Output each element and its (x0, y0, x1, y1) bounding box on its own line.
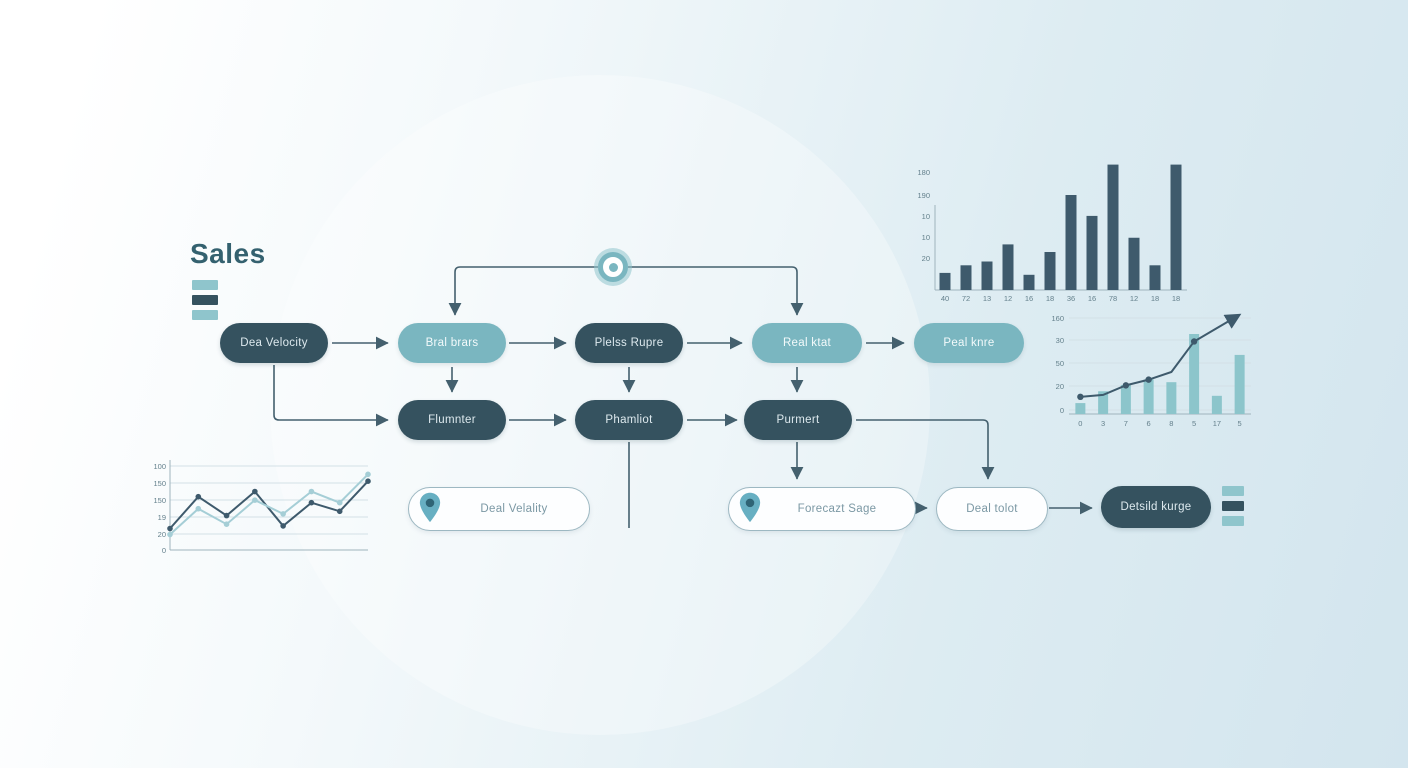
flow-node-phamliot: Phamliot (575, 400, 683, 440)
legend-bar (1222, 516, 1244, 526)
svg-text:12: 12 (1004, 294, 1012, 303)
svg-text:20: 20 (158, 530, 166, 539)
location-pin-icon (419, 492, 441, 523)
svg-text:13: 13 (983, 294, 991, 303)
side-legend-bars (1222, 486, 1244, 526)
svg-text:6: 6 (1147, 419, 1151, 428)
svg-text:16: 16 (1088, 294, 1096, 303)
svg-text:7: 7 (1124, 419, 1128, 428)
svg-text:150: 150 (153, 479, 166, 488)
legend-bar (192, 310, 218, 320)
flow-node-bral-brars: Bral brars (398, 323, 506, 363)
svg-text:78: 78 (1109, 294, 1117, 303)
svg-text:8: 8 (1169, 419, 1173, 428)
svg-text:100: 100 (153, 462, 166, 471)
flow-node-detsild-kurge: Detsild kurge (1101, 486, 1211, 528)
flow-node-deal-velality: Deal Velality (408, 487, 590, 531)
svg-text:5: 5 (1192, 419, 1196, 428)
svg-text:150: 150 (153, 496, 166, 505)
svg-text:36: 36 (1067, 294, 1075, 303)
svg-text:20: 20 (922, 254, 930, 263)
svg-text:50: 50 (1056, 359, 1064, 368)
svg-text:20: 20 (1056, 382, 1064, 391)
svg-text:12: 12 (1130, 294, 1138, 303)
svg-text:19: 19 (158, 513, 166, 522)
svg-text:40: 40 (941, 294, 949, 303)
svg-text:30: 30 (1056, 336, 1064, 345)
svg-text:5: 5 (1238, 419, 1242, 428)
flow-node-label: Forecazt Sage (797, 503, 877, 515)
flow-node-real-ktat: Real ktat (752, 323, 862, 363)
svg-text:0: 0 (1078, 419, 1082, 428)
flow-node-peal-knre: Peal knre (914, 323, 1024, 363)
svg-text:10: 10 (922, 233, 930, 242)
title-legend-bars (192, 280, 218, 320)
svg-text:18: 18 (1046, 294, 1054, 303)
svg-text:190: 190 (917, 191, 930, 200)
svg-text:3: 3 (1101, 419, 1105, 428)
svg-text:72: 72 (962, 294, 970, 303)
flow-node-flumnter: Flumnter (398, 400, 506, 440)
svg-text:10: 10 (922, 212, 930, 221)
circle-node-dot (608, 262, 618, 272)
flow-start-circle (598, 252, 628, 282)
flow-node-label: Deal Velality (480, 503, 548, 515)
svg-text:180: 180 (917, 168, 930, 177)
legend-bar (192, 295, 218, 305)
flow-node-deal-tolot: Deal tolot (936, 487, 1048, 531)
svg-text:0: 0 (162, 546, 166, 555)
svg-text:160: 160 (1051, 314, 1064, 323)
legend-bar (192, 280, 218, 290)
legend-bar (1222, 501, 1244, 511)
svg-text:16: 16 (1025, 294, 1033, 303)
combo-bar-line-chart: 160 30 50 20 0 0 3 7 6 8 5 17 5 (1051, 313, 1251, 428)
flow-node-forecazt-sage: Forecazt Sage (728, 487, 916, 531)
flow-node-deal-velocity: Dea Velocity (220, 323, 328, 363)
page-title: Sales (190, 238, 266, 269)
svg-text:18: 18 (1172, 294, 1180, 303)
top-bar-chart: 180 190 10 10 20 40 72 13 12 16 18 36 16 78 12 18 18 (917, 164, 1187, 303)
flow-node-plelss-rupre: Plelss Rupre (575, 323, 683, 363)
flow-node-purmert: Purmert (744, 400, 852, 440)
bottom-line-chart: 100 150 150 19 20 0 (153, 460, 371, 555)
location-pin-icon (739, 492, 761, 523)
svg-text:18: 18 (1151, 294, 1159, 303)
svg-text:17: 17 (1213, 419, 1221, 428)
legend-bar (1222, 486, 1244, 496)
svg-text:0: 0 (1060, 406, 1064, 415)
